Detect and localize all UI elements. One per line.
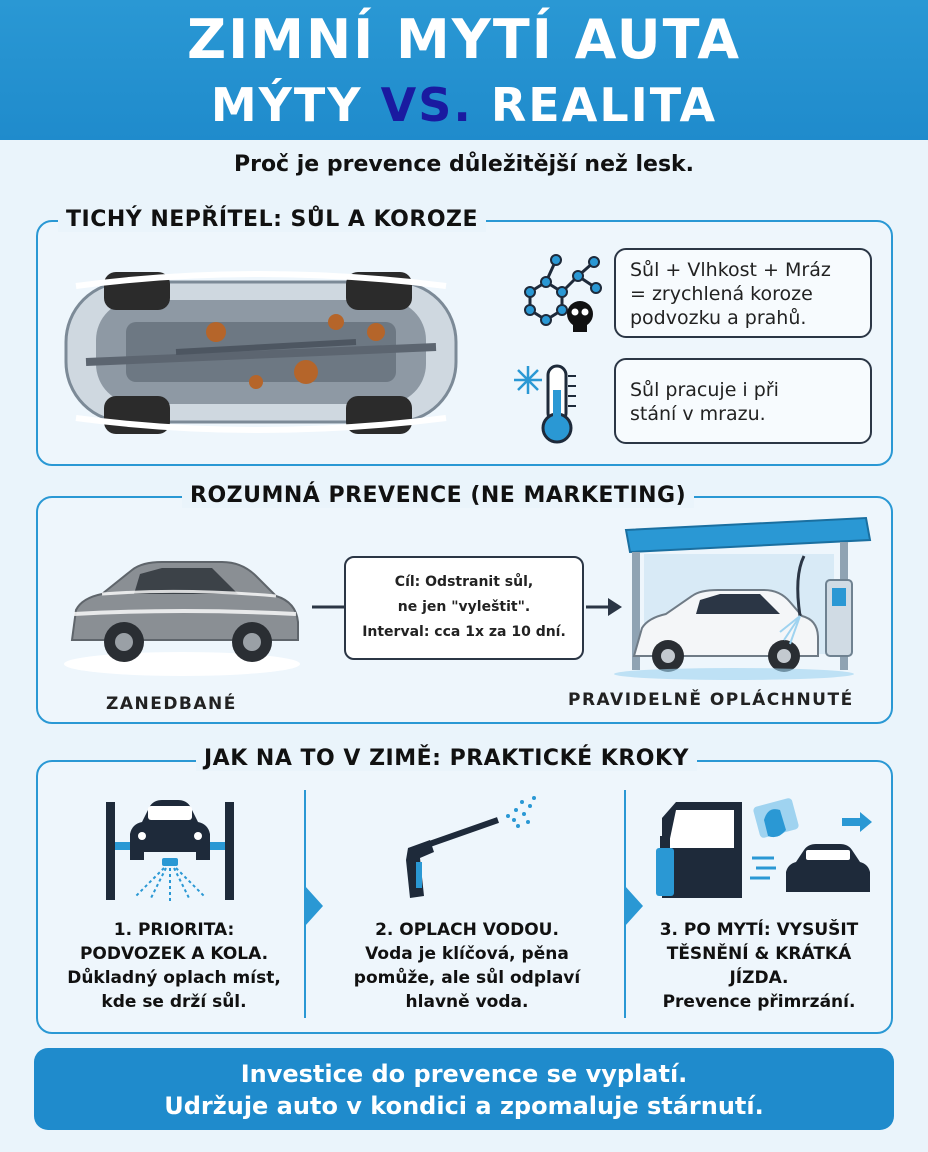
info-box-salt-frost: Sůl pracuje i při stání v mrazu. bbox=[614, 358, 872, 444]
step-line: 2. OPLACH VODOU. bbox=[375, 920, 559, 940]
car-lift-spray-icon bbox=[106, 800, 234, 902]
title-vs: VS. bbox=[380, 78, 473, 132]
car-underside-icon bbox=[64, 271, 458, 434]
step-line: TĚSNĚNÍ & KRÁTKÁ bbox=[666, 944, 852, 964]
label-neglected: ZANEDBANÉ bbox=[106, 694, 237, 714]
molecule-skull-icon bbox=[524, 254, 602, 332]
goal-line: Interval: cca 1x za 10 dní. bbox=[362, 624, 566, 640]
step-line: hlavně voda. bbox=[405, 992, 529, 1012]
footer-line: Investice do prevence se vyplatí. bbox=[240, 1060, 688, 1088]
step-3-text: 3. PO MYTÍ: VYSUŠIT TĚSNĚNÍ & KRÁTKÁ JÍZ… bbox=[634, 918, 884, 1014]
title-realita: REALITA bbox=[472, 78, 718, 132]
step-line: PODVOZEK A KOLA. bbox=[79, 944, 269, 964]
step-line: Důkladný oplach míst, bbox=[67, 968, 281, 988]
pressure-washer-icon bbox=[406, 796, 536, 898]
subtitle: Proč je prevence důležitější než lesk. bbox=[233, 152, 695, 177]
chevron-right-icon bbox=[625, 886, 643, 926]
info-line: Sůl pracuje i při bbox=[630, 379, 779, 401]
goal-box: Cíl: Odstranit sůl, ne jen "vyleštit". I… bbox=[344, 556, 584, 660]
section1-title: TICHÝ NEPŘÍTEL: SŮL A KOROZE bbox=[58, 207, 486, 232]
step-line: pomůže, ale sůl odplaví bbox=[353, 968, 581, 988]
neglected-car-icon bbox=[64, 561, 300, 676]
arrow-line-icon bbox=[312, 605, 344, 609]
section3-title: JAK NA TO V ZIMĚ: PRAKTICKÉ KROKY bbox=[196, 746, 697, 771]
page-title: ZIMNÍ MYTÍ AUTA bbox=[186, 8, 742, 71]
step-line: Prevence přimrzání. bbox=[662, 992, 856, 1012]
step-line: kde se drží sůl. bbox=[101, 992, 247, 1012]
title-myty: MÝTY bbox=[210, 78, 381, 132]
info-line: stání v mrazu. bbox=[630, 403, 766, 425]
arrow-right-icon bbox=[586, 598, 622, 616]
info-box-corrosion: Sůl + Vlhkost + Mráz = zrychlená koroze … bbox=[614, 248, 872, 338]
page-title-line2: MÝTY VS. REALITA bbox=[0, 78, 928, 132]
section2-title: ROZUMNÁ PREVENCE (NE MARKETING) bbox=[182, 483, 695, 508]
chevron-right-icon bbox=[305, 886, 323, 926]
door-dry-drive-icon bbox=[656, 798, 872, 898]
step-line: JÍZDA. bbox=[729, 968, 789, 988]
thermometer-snowflake-icon bbox=[514, 364, 576, 444]
info-line: podvozku a prahů. bbox=[630, 307, 807, 329]
step-line: 1. PRIORITA: bbox=[113, 920, 235, 940]
footer-banner: Investice do prevence se vyplatí. Udržuj… bbox=[34, 1048, 894, 1130]
step-line: 3. PO MYTÍ: VYSUŠIT bbox=[659, 920, 859, 940]
goal-line: ne jen "vyleštit". bbox=[397, 599, 531, 615]
footer-line: Udržuje auto v kondici a zpomaluje stárn… bbox=[164, 1092, 764, 1120]
step-line: Voda je klíčová, pěna bbox=[365, 944, 569, 964]
header-banner: ZIMNÍ MYTÍ AUTA MÝTY VS. REALITA bbox=[0, 0, 928, 140]
label-rinsed: PRAVIDELNĚ OPLÁCHNUTÉ bbox=[568, 690, 854, 710]
step-2-text: 2. OPLACH VODOU. Voda je klíčová, pěna p… bbox=[322, 918, 612, 1014]
car-wash-icon bbox=[614, 516, 872, 680]
step-1-text: 1. PRIORITA: PODVOZEK A KOLA. Důkladný o… bbox=[46, 918, 302, 1014]
info-line: Sůl + Vlhkost + Mráz bbox=[630, 259, 831, 281]
goal-line: Cíl: Odstranit sůl, bbox=[394, 574, 534, 590]
info-line: = zrychlená koroze bbox=[630, 283, 813, 305]
